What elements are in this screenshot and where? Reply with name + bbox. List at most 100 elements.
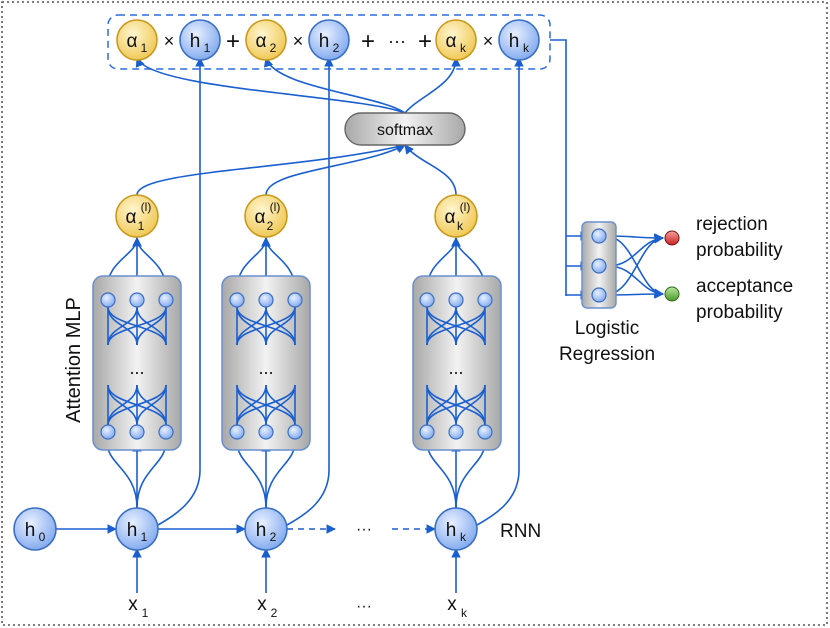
softmax-node: softmax bbox=[344, 112, 466, 146]
top-alpha-2-symbol: α bbox=[256, 31, 267, 52]
acceptance-output-node bbox=[664, 286, 680, 302]
rnn-node-h1-sub: 1 bbox=[141, 530, 148, 544]
input-x1-symbol: x bbox=[128, 594, 138, 615]
input-xk: x k bbox=[447, 594, 468, 620]
logistic-label-line2: Regression bbox=[559, 344, 655, 365]
top-alpha-k-sub: k bbox=[460, 41, 467, 55]
input-x2-symbol: x bbox=[257, 594, 267, 615]
attention-node-k-sup: (l) bbox=[460, 200, 471, 214]
plus-3: + bbox=[418, 28, 432, 55]
top-alpha-2: α 2 bbox=[245, 19, 287, 61]
attention-mlp-1 bbox=[92, 275, 182, 451]
mlp-ellipsis-1: ... bbox=[129, 358, 144, 378]
mlp-unit bbox=[419, 424, 435, 440]
top-h-2-sub: 2 bbox=[333, 41, 340, 55]
attention-mlp-label: Attention MLP bbox=[63, 297, 85, 423]
attention-node-1-sub: 1 bbox=[138, 219, 145, 233]
mlp-unit bbox=[448, 292, 464, 308]
top-alpha-k-symbol: α bbox=[446, 31, 457, 52]
top-h-1-sub: 1 bbox=[204, 41, 211, 55]
top-h-1-symbol: h bbox=[190, 31, 201, 52]
input-xk-sub: k bbox=[461, 606, 468, 620]
rnn-node-h2: h 2 bbox=[244, 507, 288, 551]
attention-node-2-sup: (l) bbox=[270, 200, 281, 214]
mlp-ellipsis-2: ... bbox=[258, 358, 273, 378]
times-3: × bbox=[483, 31, 494, 51]
rejection-output-node bbox=[664, 230, 680, 246]
rnn-node-h2-symbol: h bbox=[256, 520, 267, 541]
mlp-connection bbox=[136, 384, 167, 426]
times-1: × bbox=[164, 31, 175, 51]
rnn-ellipsis: ··· bbox=[356, 521, 372, 538]
attention-node-2: α (l) 2 bbox=[244, 194, 288, 238]
rnn-node-hk: h k bbox=[434, 507, 478, 551]
attention-node-1: α (l) 1 bbox=[115, 194, 159, 238]
logistic-regression-box bbox=[581, 221, 617, 309]
mlp-ellipsis-k: ... bbox=[448, 358, 463, 378]
rnn-node-h0-symbol: h bbox=[25, 520, 36, 541]
mlp-connection bbox=[136, 306, 167, 346]
mlp-unit bbox=[419, 292, 435, 308]
top-h-1: h 1 bbox=[179, 19, 221, 61]
softmax-label: softmax bbox=[377, 122, 433, 139]
mlp-unit bbox=[258, 292, 274, 308]
top-h-k-symbol: h bbox=[509, 31, 520, 52]
top-h-k: h k bbox=[498, 19, 540, 61]
input-x2: x 2 bbox=[257, 594, 277, 620]
acceptance-label-line1: acceptance bbox=[696, 276, 793, 297]
input-x1-sub: 1 bbox=[142, 606, 149, 620]
input-x2-sub: 2 bbox=[271, 606, 278, 620]
top-h-2: h 2 bbox=[308, 19, 350, 61]
mlp-unit bbox=[287, 424, 303, 440]
input-ellipsis: ··· bbox=[356, 598, 372, 615]
rnn-node-h0-sub: 0 bbox=[39, 530, 46, 544]
mlp-unit bbox=[129, 292, 145, 308]
mlp-connection bbox=[265, 306, 296, 346]
acceptance-label-line2: probability bbox=[696, 302, 783, 323]
mlp-connection bbox=[455, 384, 486, 426]
mlp-connection bbox=[265, 384, 296, 426]
mlp-unit bbox=[477, 424, 493, 440]
mlp-unit bbox=[100, 292, 116, 308]
mlp-unit bbox=[229, 292, 245, 308]
rnn-node-h0: h 0 bbox=[13, 507, 57, 551]
attention-node-1-symbol: α bbox=[126, 207, 137, 228]
top-alpha-2-sub: 2 bbox=[270, 41, 277, 55]
attention-node-k-sub: k bbox=[457, 219, 464, 233]
mlp-unit bbox=[287, 292, 303, 308]
mlp-connection bbox=[455, 306, 486, 346]
top-alpha-1-symbol: α bbox=[127, 31, 138, 52]
plus-1: + bbox=[226, 28, 240, 55]
rnn-node-hk-sub: k bbox=[460, 530, 467, 544]
rnn-node-hk-symbol: h bbox=[446, 520, 457, 541]
input-xk-symbol: x bbox=[447, 594, 457, 615]
mlp-unit bbox=[158, 292, 174, 308]
attention-node-1-sup: (l) bbox=[141, 200, 152, 214]
rejection-label-line1: rejection bbox=[696, 214, 768, 235]
mlp-unit bbox=[129, 424, 145, 440]
rnn-node-h2-sub: 2 bbox=[270, 530, 277, 544]
plus-2: + bbox=[361, 28, 375, 55]
top-alpha-1-sub: 1 bbox=[141, 41, 148, 55]
top-alpha-k: α k bbox=[435, 19, 477, 61]
rnn-node-h1: h 1 bbox=[115, 507, 159, 551]
top-h-2-symbol: h bbox=[319, 31, 330, 52]
top-h-k-sub: k bbox=[523, 41, 530, 55]
rejection-label-line2: probability bbox=[696, 240, 783, 261]
times-2: × bbox=[293, 31, 304, 51]
mlp-unit bbox=[477, 292, 493, 308]
attention-node-2-symbol: α bbox=[255, 207, 266, 228]
mlp-internals bbox=[100, 292, 493, 440]
mlp-unit bbox=[100, 424, 116, 440]
logistic-label-line1: Logistic bbox=[575, 318, 639, 339]
attention-node-2-sub: 2 bbox=[267, 219, 274, 233]
attention-node-k: α (l) k bbox=[434, 194, 478, 238]
top-alpha-1: α 1 bbox=[116, 19, 158, 61]
attention-node-k-symbol: α bbox=[445, 207, 456, 228]
input-x1: x 1 bbox=[128, 594, 148, 620]
mlp-unit bbox=[448, 424, 464, 440]
mlp-unit bbox=[158, 424, 174, 440]
